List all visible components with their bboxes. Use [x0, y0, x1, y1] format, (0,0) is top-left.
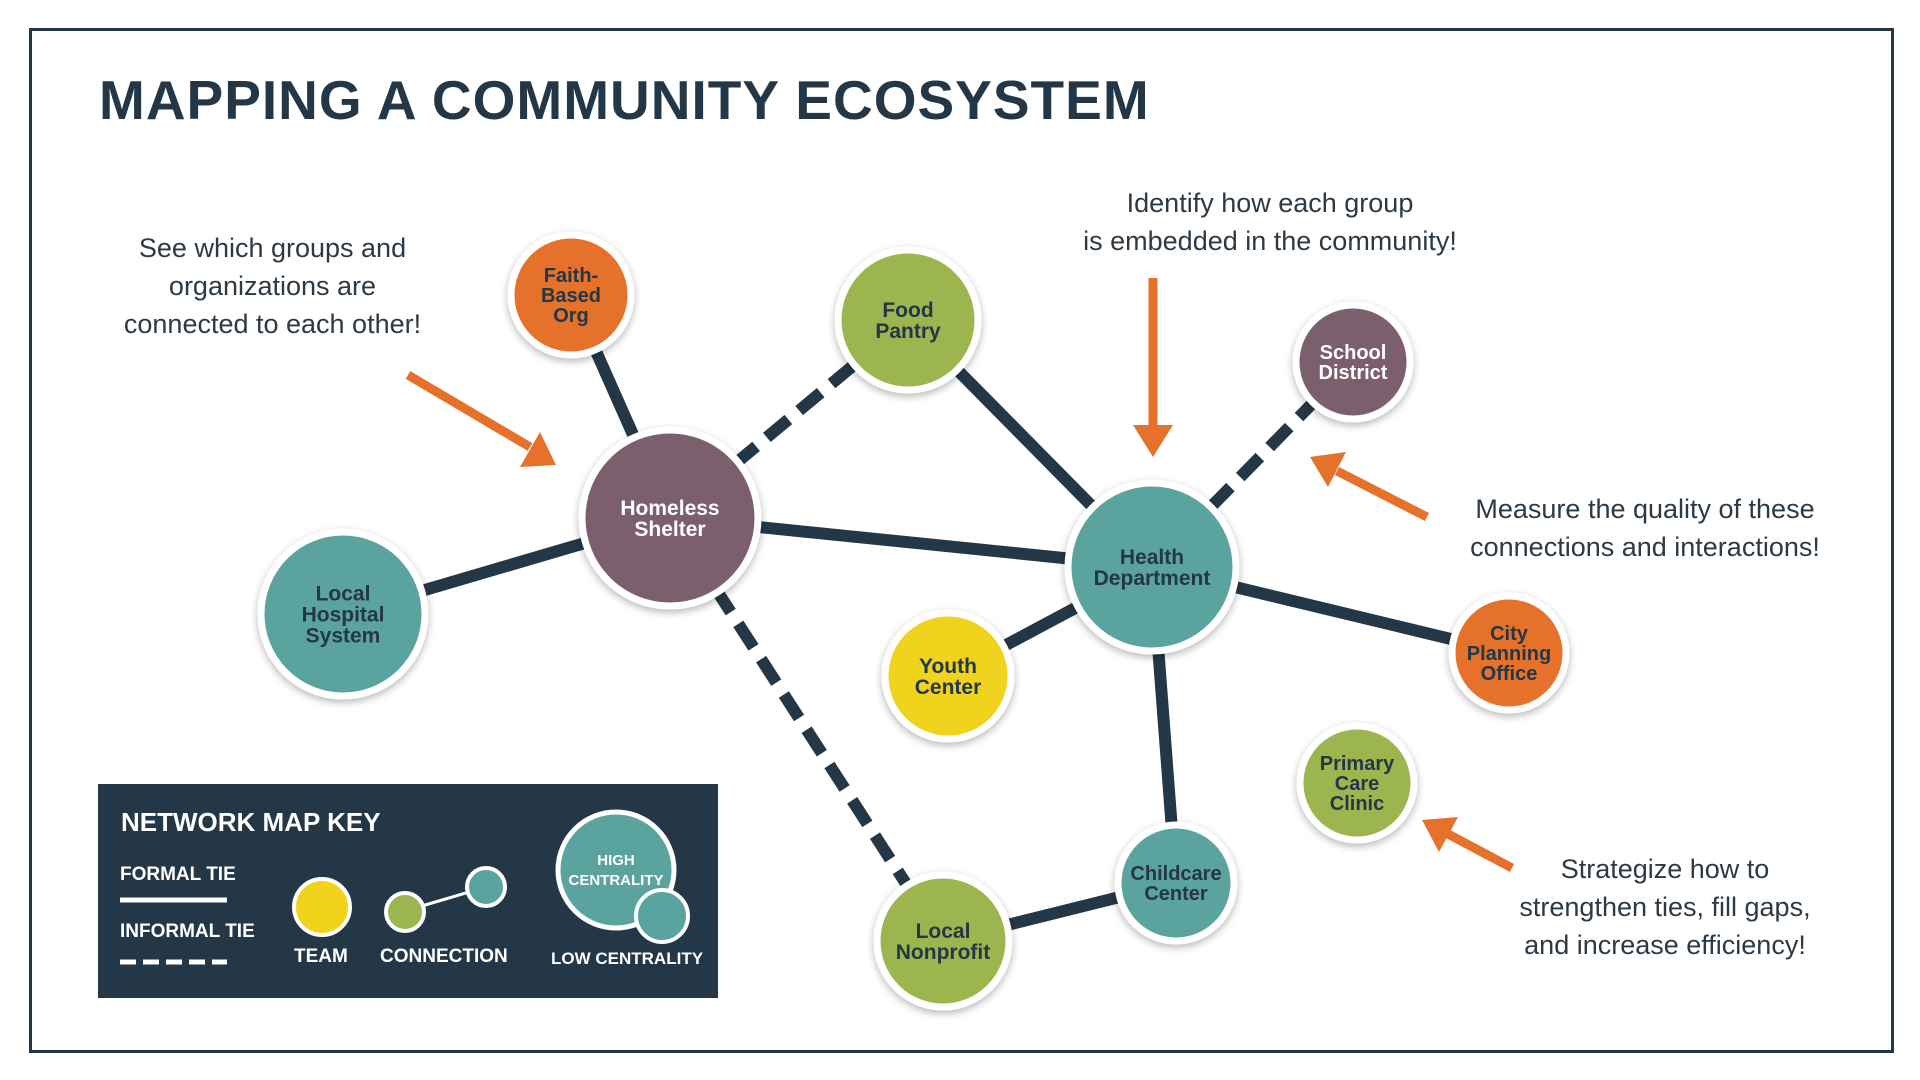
slide-frame: [29, 28, 1894, 1053]
node-label: Health: [1120, 546, 1184, 569]
node-label: Local: [916, 920, 971, 943]
caption-line: Identify how each group: [1126, 188, 1414, 218]
node-label: Youth: [919, 655, 977, 678]
node-circle: [1114, 821, 1238, 945]
node-label: Pantry: [875, 320, 941, 343]
node-label: Center: [1144, 883, 1208, 905]
node-label: Care: [1335, 773, 1379, 795]
caption-line: See which groups and: [138, 233, 407, 263]
node-label: Faith-: [544, 265, 598, 287]
arrow-strategize: [1422, 817, 1515, 872]
nodes-layer: HomelessShelterHealthDepartmentLocalHosp…: [257, 231, 1570, 1011]
page-title: MAPPING A COMMUNITY ECOSYSTEM: [99, 69, 1150, 131]
caption-embedded: Identify how each group is embedded in t…: [1060, 184, 1480, 260]
arrows-layer: [405, 278, 1515, 872]
node-label: Primary: [1320, 753, 1395, 775]
node-circle: [1292, 301, 1414, 423]
arrow-embedded: [1133, 278, 1173, 457]
node-label: Clinic: [1330, 793, 1384, 815]
caption-line: is embedded in the community!: [1083, 226, 1457, 256]
caption-line: Strategize how to: [1560, 854, 1770, 884]
key-team-circle: [292, 877, 352, 937]
key-title: NETWORK MAP KEY: [121, 807, 381, 837]
key-low-centrality-circle: [634, 888, 690, 944]
node-label: Department: [1094, 567, 1211, 590]
key-formal-tie-label: FORMAL TIE: [120, 864, 236, 885]
key-high-centrality-line2: CENTRALITY: [569, 872, 664, 889]
caption-line: Measure the quality of these: [1475, 494, 1815, 524]
caption-strategize: Strategize how to strengthen ties, fill …: [1500, 850, 1830, 964]
node-label: Based: [541, 285, 601, 307]
key-high-centrality-line1: HIGH: [597, 852, 635, 869]
node-circle: [1064, 479, 1240, 655]
node-circle: [578, 426, 762, 610]
key-team-label: TEAM: [294, 946, 348, 967]
node-label: Shelter: [634, 518, 705, 541]
arrow-measure: [1310, 452, 1430, 522]
node-label: Nonprofit: [896, 941, 990, 964]
node-circle: [257, 528, 429, 700]
key-low-centrality-label: LOW CENTRALITY: [551, 949, 704, 968]
node-label: City: [1490, 623, 1529, 645]
key-informal-tie-label: INFORMAL TIE: [120, 921, 255, 942]
caption-line: connected to each other!: [123, 309, 422, 339]
node-label: Org: [553, 305, 589, 327]
node-label: School: [1320, 342, 1387, 364]
node-label: Childcare: [1130, 863, 1221, 885]
node-circle: [834, 246, 982, 394]
node-circle: [881, 609, 1015, 743]
node-label: Center: [915, 676, 982, 699]
node-label: Homeless: [620, 497, 719, 520]
node-circle: [1448, 592, 1570, 714]
network-map-key: NETWORK MAP KEY FORMAL TIE INFORMAL TIE …: [98, 784, 718, 998]
node-label: Planning: [1467, 643, 1551, 665]
node-label: Food: [882, 299, 933, 322]
node-label: Local: [316, 582, 371, 605]
key-connection-circle-b: [465, 866, 507, 908]
key-graphics: HIGH CENTRALITY: [120, 809, 690, 965]
key-connection-label: CONNECTION: [380, 946, 508, 967]
node-circle: [873, 871, 1013, 1011]
caption-line: strengthen ties, fill gaps,: [1519, 892, 1811, 922]
node-label: System: [306, 624, 381, 647]
node-label: District: [1319, 362, 1388, 384]
key-connection-circle-a: [384, 891, 426, 933]
caption-connected: See which groups and organizations are c…: [100, 229, 445, 343]
node-circle: [507, 231, 635, 359]
caption-line: and increase efficiency!: [1524, 930, 1806, 960]
arrow-connected: [405, 371, 556, 467]
caption-measure: Measure the quality of these connections…: [1445, 490, 1845, 566]
caption-line: connections and interactions!: [1470, 532, 1820, 562]
node-label: Office: [1481, 663, 1538, 685]
caption-line: organizations are: [168, 271, 377, 301]
node-label: Hospital: [302, 603, 385, 626]
node-circle: [1296, 722, 1418, 844]
